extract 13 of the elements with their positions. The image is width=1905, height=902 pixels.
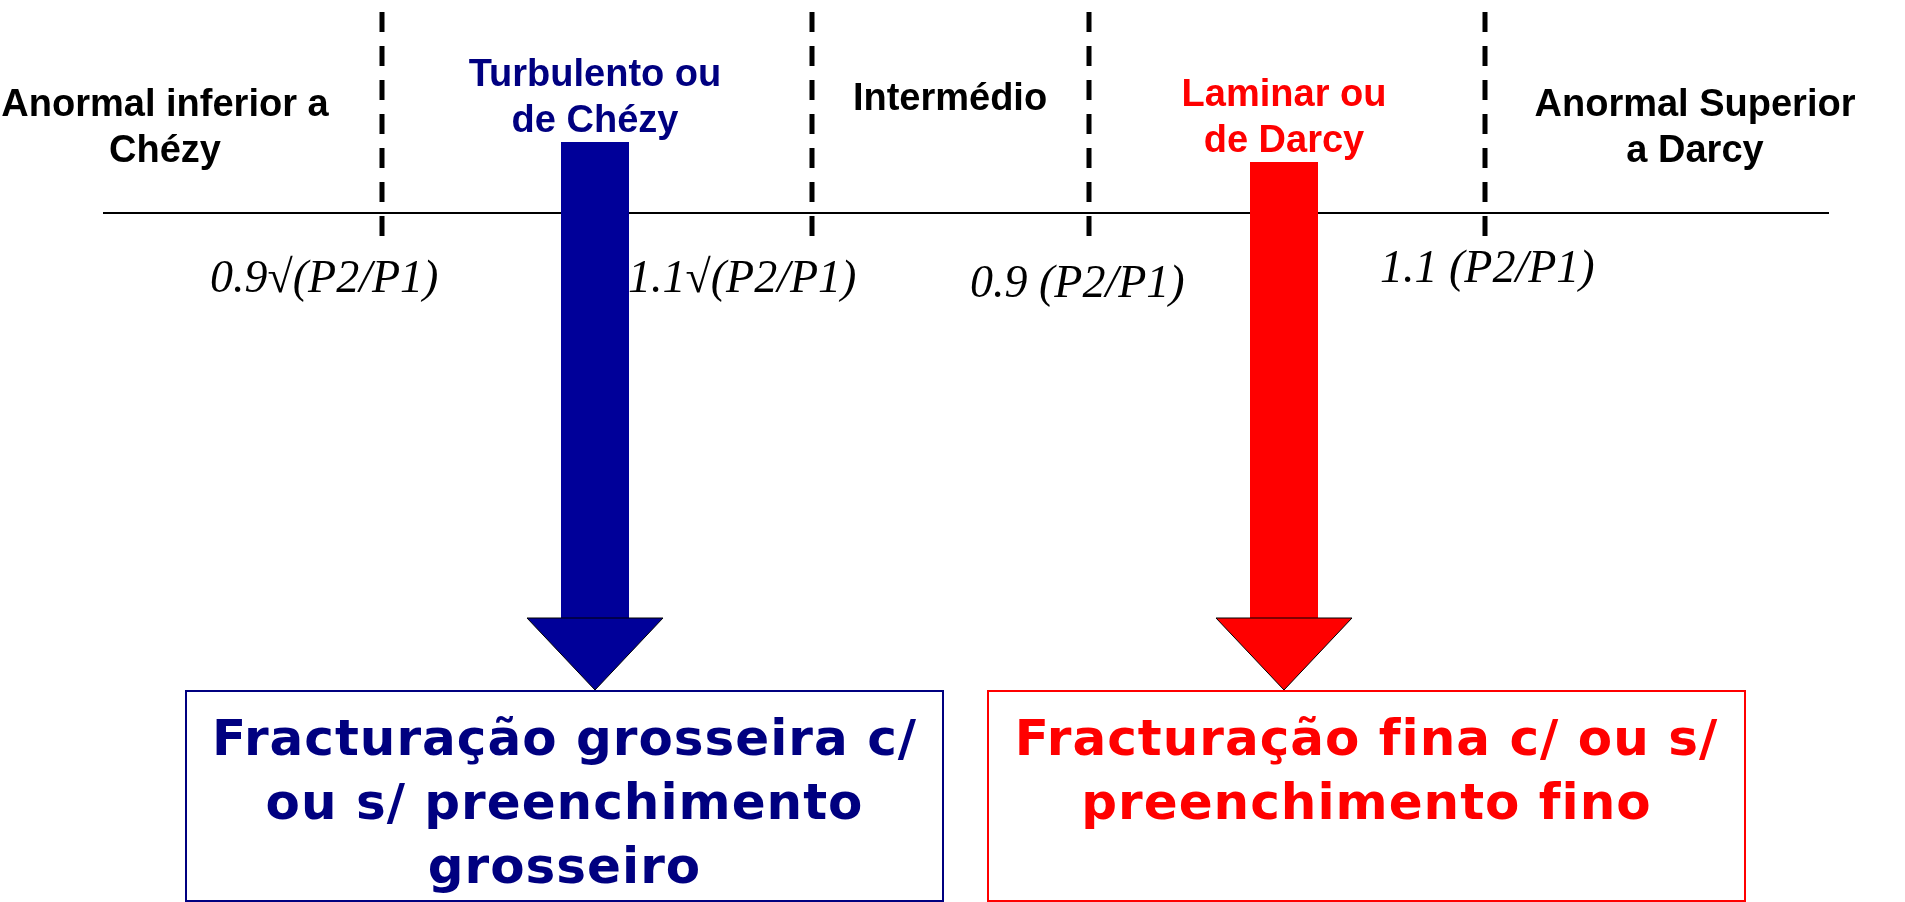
arrow (1215, 162, 1353, 691)
threshold-formula: 1.1 (P2/P1) (1380, 240, 1595, 293)
regime-label: Laminar ou de Darcy (1164, 70, 1404, 162)
classification-box: Fracturação fina c/ ou s/ preenchimento fino (987, 690, 1746, 902)
threshold-formula: 0.9√(P2/P1) (210, 250, 439, 303)
threshold-formula: 0.9 (P2/P1) (970, 255, 1185, 308)
classification-box: Fracturação grosseira c/ ou s/ preenchimento grosseiro (185, 690, 944, 902)
regime-label: Intermédio (820, 74, 1080, 120)
regime-label: Anormal Superior a Darcy (1520, 80, 1870, 172)
threshold-formula: 1.1√(P2/P1) (628, 250, 857, 303)
regime-label: Anormal inferior a Chézy (0, 80, 330, 172)
regime-label: Turbulento ou de Chézy (450, 50, 740, 142)
arrow (526, 142, 664, 691)
